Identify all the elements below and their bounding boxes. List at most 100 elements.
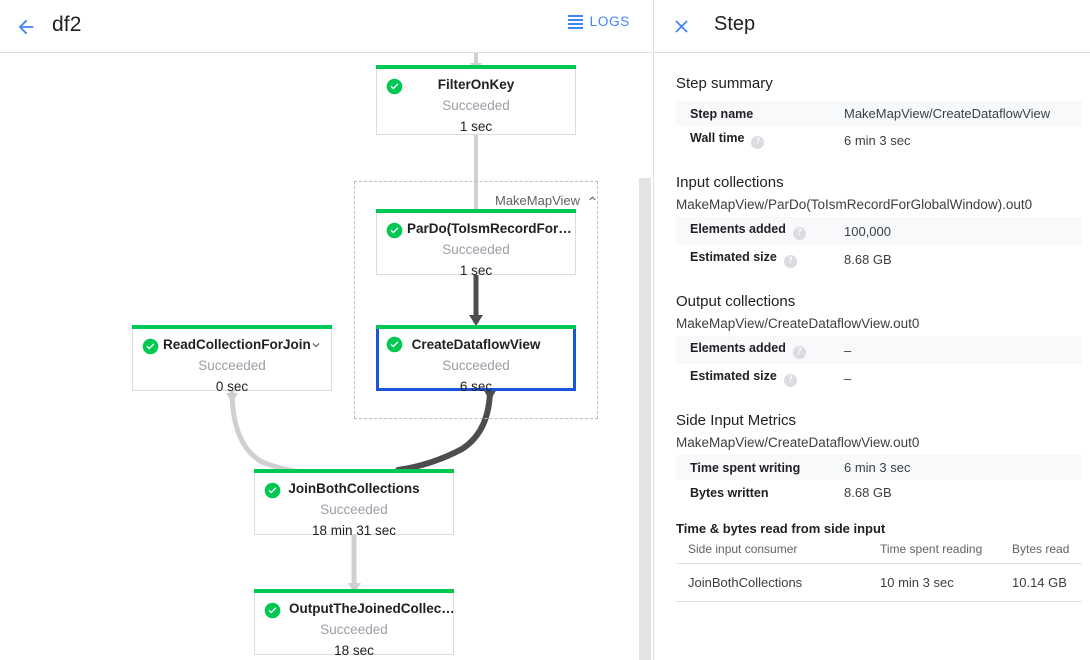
table-row: Elements added? 100,000 [676,217,1082,245]
step-details-panel: Step Step summary Step name MakeMapView/… [653,0,1090,660]
input-collections-table: Elements added? 100,000 Estimated size? … [676,217,1082,273]
column-header-bytes-read: Bytes read [1000,538,1082,564]
check-circle-icon [142,338,159,355]
row-value: 8.68 GB [844,485,892,500]
step-summary-table: Step name MakeMapView/CreateDataflowView… [676,101,1082,154]
section-heading-output-collections: Output collections [676,293,796,310]
table-row: Wall time? 6 min 3 sec [676,126,1082,154]
check-circle-icon [386,336,403,353]
row-value: 8.68 GB [844,251,892,267]
side-input-consumers-table: Side input consumer Time spent reading B… [676,538,1082,602]
side-input-collection-name: MakeMapView/CreateDataflowView.out0 [676,435,920,450]
node-status: Succeeded [198,358,266,373]
row-value: MakeMapView/CreateDataflowView [844,106,1051,121]
node-name: FilterOnKey [437,77,515,92]
graph-node-filter-on-key[interactable]: FilterOnKey Succeeded 1 sec [376,65,576,135]
row-key: Step name [690,106,754,121]
row-value: – [844,370,852,386]
output-collection-name: MakeMapView/CreateDataflowView.out0 [676,316,920,331]
row-value: 6 min 3 sec [844,132,911,148]
node-status: Succeeded [442,242,510,257]
help-icon[interactable]: ? [783,255,797,268]
graph-node-create-dataflow-view[interactable]: CreateDataflowView Succeeded 6 sec [376,325,576,394]
close-x-icon[interactable] [666,11,696,41]
node-name: ParDo(ToIsmRecordFor… [407,221,572,236]
node-duration: 0 sec [215,379,249,394]
row-key: Elements added [690,222,786,236]
table-row: Step name MakeMapView/CreateDataflowView [676,101,1082,126]
row-key: Estimated size [690,250,777,264]
table-row[interactable]: JoinBothCollections 10 min 3 sec 10.14 G… [676,563,1082,602]
input-collection-name: MakeMapView/ParDo(ToIsmRecordForGlobalWi… [676,197,1033,212]
page-title: df2 [52,13,82,36]
row-value: – [844,342,852,358]
node-status-bar [254,589,454,593]
graph-node-pardo-toismrecordfor[interactable]: ParDo(ToIsmRecordFor… Succeeded 1 sec [376,209,576,278]
group-label-text: MakeMapView [495,192,581,208]
column-header-time-spent-reading: Time spent reading [868,538,1000,564]
logs-button-label: LOGS [589,14,630,29]
back-arrow-icon[interactable] [10,11,42,43]
node-duration: 1 sec [459,119,493,134]
row-key: Bytes written [690,485,769,500]
graph-vertical-scrollbar[interactable] [639,178,651,660]
group-label-makemapview[interactable]: MakeMapView [495,192,599,208]
logs-button[interactable]: LOGS [567,14,630,29]
side-input-table-title: Time & bytes read from side input [676,521,886,536]
job-header: df2 LOGS [0,0,652,53]
node-status: Succeeded [320,502,388,517]
node-status: Succeeded [320,622,388,637]
row-key: Estimated size [690,369,777,383]
cell-consumer: JoinBothCollections [676,563,868,602]
job-graph-canvas[interactable]: MakeMapView FilterOnKey Succeeded 1 sec [0,53,652,660]
node-name: CreateDataflowView [411,337,541,352]
node-name: JoinBothCollections [288,481,420,496]
node-duration: 6 sec [459,379,493,394]
help-icon[interactable]: ? [792,227,806,240]
node-status-bar [132,325,332,329]
row-value: 6 min 3 sec [844,460,911,475]
cell-time-spent-reading: 10 min 3 sec [868,563,1000,602]
row-value: 100,000 [844,223,891,239]
node-status-bar [376,325,576,329]
node-name: OutputTheJoinedCollec… [289,601,453,616]
check-circle-icon [264,602,281,619]
graph-node-join-both-collections[interactable]: JoinBothCollections Succeeded 18 min 31 … [254,469,454,538]
output-collections-table: Elements added? – Estimated size? – [676,336,1082,392]
cell-bytes-read: 10.14 GB [1000,563,1082,602]
node-duration: 18 min 31 sec [311,523,397,538]
table-row: Bytes written 8.68 GB [676,480,1082,505]
table-row: Elements added? – [676,336,1082,364]
help-icon[interactable]: ? [792,346,806,359]
job-graph-panel: df2 LOGS [0,0,652,660]
step-panel-header: Step [654,0,1090,53]
row-key: Elements added [690,341,786,355]
help-icon[interactable]: ? [783,374,797,387]
check-circle-icon [386,78,403,95]
table-header-row: Side input consumer Time spent reading B… [676,538,1082,564]
chevron-up-icon[interactable] [586,192,599,208]
graph-node-read-collection-for-join[interactable]: ReadCollectionForJoin Succeeded 0 sec [132,325,332,394]
node-status-bar [376,209,576,213]
group-box-makemapview[interactable] [354,181,598,419]
section-heading-step-summary: Step summary [676,75,773,92]
graph-node-output-the-joined-collection[interactable]: OutputTheJoinedCollec… Succeeded 18 sec [254,589,454,658]
node-status: Succeeded [442,98,510,113]
table-row: Estimated size? 8.68 GB [676,245,1082,273]
step-panel-body: Step summary Step name MakeMapView/Creat… [654,53,1090,660]
node-status: Succeeded [442,358,510,373]
check-circle-icon [264,482,281,499]
chevron-down-icon[interactable] [309,338,323,352]
row-key: Time spent writing [690,460,801,475]
column-header-side-input-consumer: Side input consumer [676,538,868,564]
section-heading-side-input-metrics: Side Input Metrics [676,412,797,429]
node-status-bar [254,469,454,473]
help-icon[interactable]: ? [751,136,765,149]
node-duration: 18 sec [334,643,374,658]
row-key: Wall time [690,131,745,145]
check-circle-icon [386,222,403,239]
table-row: Time spent writing 6 min 3 sec [676,455,1082,480]
node-name: ReadCollectionForJoin [163,337,311,352]
graph-edges [226,53,497,593]
